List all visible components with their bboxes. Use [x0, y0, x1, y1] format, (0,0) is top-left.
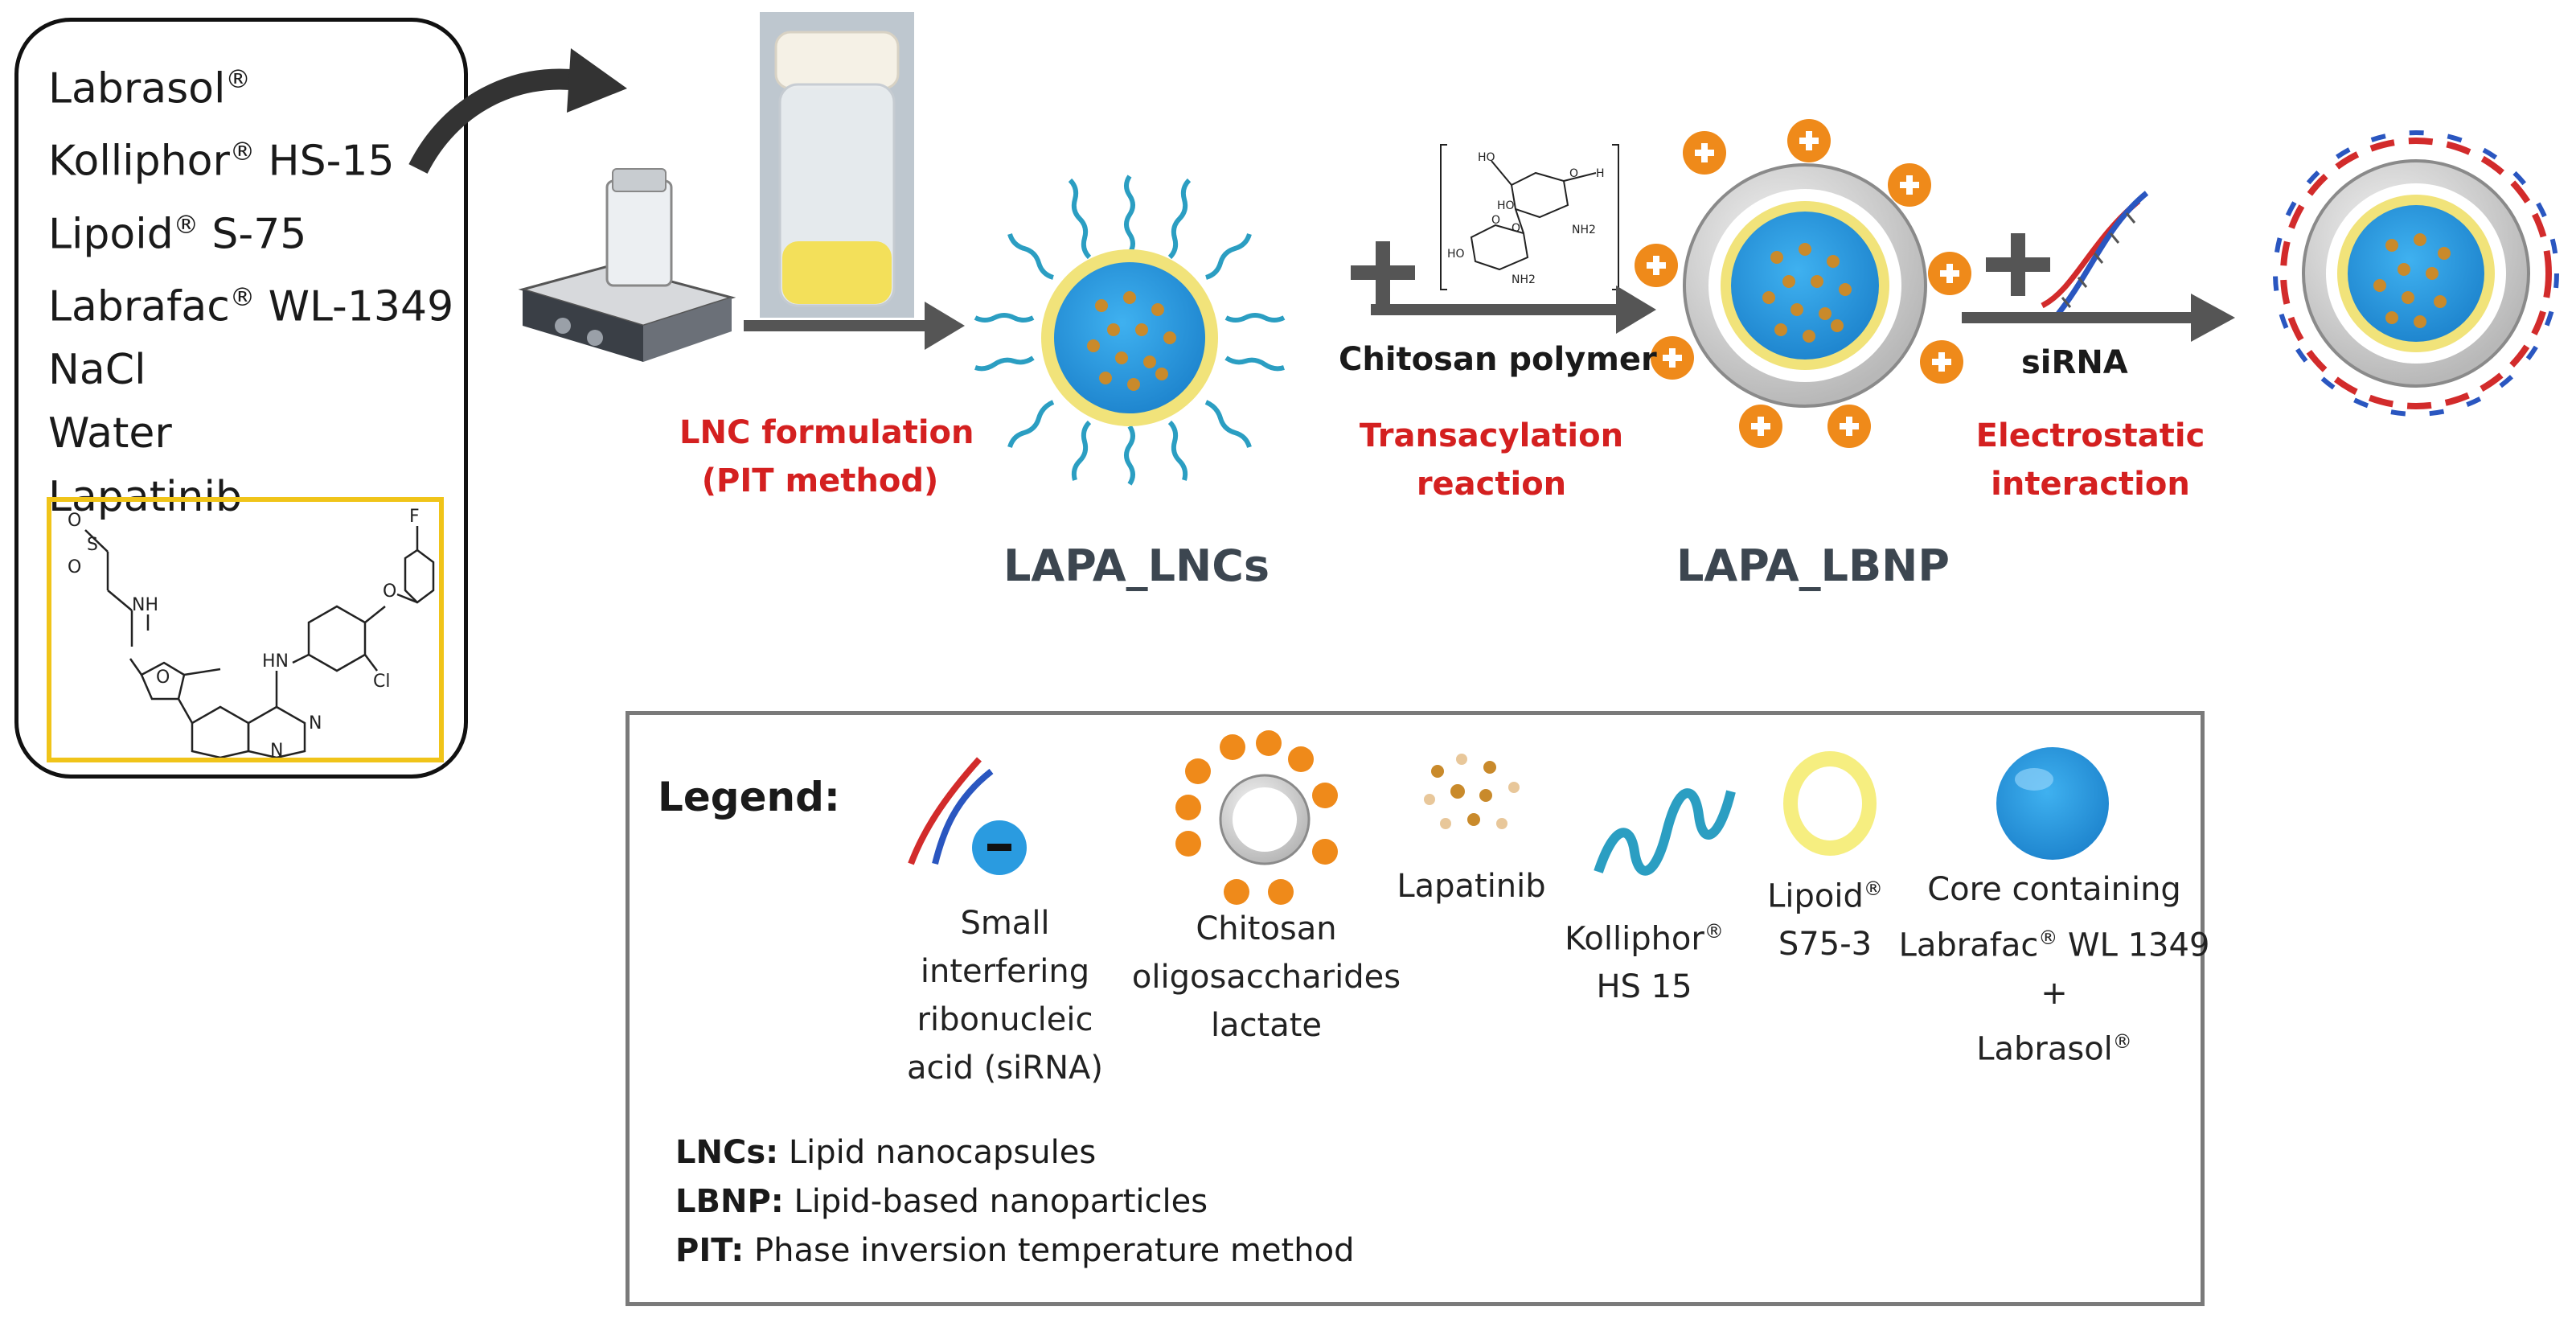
lbnp-particle-icon [1635, 119, 1971, 448]
atom-nh: NH [132, 595, 158, 615]
plus-icon [1986, 233, 2050, 296]
legend-chitosan-icon [1175, 730, 1338, 905]
legend-lapatinib-icon [1424, 754, 1520, 829]
abbr-lbnp: LBNP: Lipid-based nanoparticles [675, 1183, 1208, 1220]
atom-ho: HO [1447, 248, 1465, 261]
atom-h: H [1596, 167, 1605, 180]
atom-o: O [1512, 222, 1520, 235]
chitosan-structure [1440, 144, 1619, 290]
legend-lipoid-icon [1783, 751, 1877, 856]
vial-photo [760, 12, 914, 318]
legend-sirna-icon [908, 757, 1027, 875]
atom-cl: Cl [373, 672, 390, 692]
legend-kolliphor-label: Kolliphor® HS 15 [1565, 920, 1724, 1006]
atom-s: S [87, 535, 98, 555]
atom-hn: HN [262, 651, 289, 672]
ingredient-nacl: NaCl [48, 346, 146, 395]
atom-o: O [68, 557, 81, 577]
legend-icons [908, 730, 2109, 905]
atom-o: O [1569, 167, 1578, 180]
final-particle-icon [2273, 130, 2559, 417]
atom-nh2: NH2 [1572, 224, 1596, 236]
ingredients-box [14, 18, 468, 779]
arrow-step2-head [1616, 286, 1656, 334]
ingredient-labrafac: Labrafac® WL-1349 [48, 282, 454, 331]
legend-kolliphor-icon [1594, 788, 1736, 876]
arrow-step3-head [2191, 294, 2235, 342]
step3-label: Electrostatic interaction [1975, 417, 2205, 503]
legend-core-label: Core containing Labrafac® WL 1349 + Labr… [1898, 871, 2210, 1068]
arrow-step1-head [925, 302, 965, 350]
step2-label: Transacylation reaction [1359, 417, 1624, 503]
ingredient-labrasol: Labrasol® [48, 64, 251, 113]
atom-n: N [309, 713, 322, 733]
atom-ho: HO [1478, 151, 1495, 164]
lnc-particle-icon [974, 175, 1286, 486]
ingredient-kolliphor: Kolliphor® HS-15 [48, 137, 395, 186]
legend-title: Legend: [658, 774, 840, 820]
legend-lapatinib-label: Lapatinib [1397, 868, 1546, 905]
abbr-pit: PIT: Phase inversion temperature method [675, 1232, 1355, 1269]
legend-lipoid-label: Lipoid® S75-3 [1767, 877, 1883, 964]
atom-ho: HO [1497, 199, 1515, 212]
curved-arrow-head [567, 48, 627, 113]
abbr-lncs: LNCs: Lipid nanocapsules [675, 1134, 1097, 1171]
positive-charge-icons [1635, 119, 1971, 448]
plus-icon [1351, 241, 1415, 304]
atom-o: O [68, 511, 81, 531]
lapatinib-structure-box: O S O NH O F O HN Cl N N [47, 497, 444, 762]
atom-o: O [1491, 214, 1500, 227]
ingredient-lipoid: Lipoid® S-75 [48, 209, 307, 258]
lnc-product-title: LAPA_LNCs [1003, 540, 1270, 591]
lapatinib-structure: O S O NH O F O HN Cl N N [68, 507, 435, 758]
legend-sirna-label: Small interfering ribonucleic acid (siRN… [907, 905, 1103, 1087]
legend-box [626, 711, 2205, 1306]
legend-core-icon [1996, 747, 2109, 860]
legend-chitosan-label: Chitosan oligosaccharides lactate [1131, 910, 1401, 1044]
process-flow: HO O H HO HO O O NH2 NH2 [408, 12, 2559, 486]
curved-arrow [408, 68, 580, 174]
atom-o: O [383, 581, 396, 602]
ingredient-water: Water [48, 409, 172, 458]
step1-label: LNC formulation (PIT method) [679, 414, 974, 499]
atom-n: N [270, 741, 283, 758]
magnetic-stirrer-icon [518, 168, 736, 362]
sirna-reagent-label: siRNA [2021, 344, 2128, 381]
chitosan-reagent-label: Chitosan polymer [1339, 341, 1657, 378]
sirna-helix-icon [2041, 191, 2149, 316]
atom-nh2: NH2 [1512, 273, 1536, 286]
abbreviations: LNCs: Lipid nanocapsules LBNP: Lipid-bas… [675, 1128, 1354, 1276]
atom-f: F [409, 507, 420, 527]
atom-o: O [156, 668, 170, 688]
lbnp-product-title: LAPA_LBNP [1676, 540, 1950, 591]
